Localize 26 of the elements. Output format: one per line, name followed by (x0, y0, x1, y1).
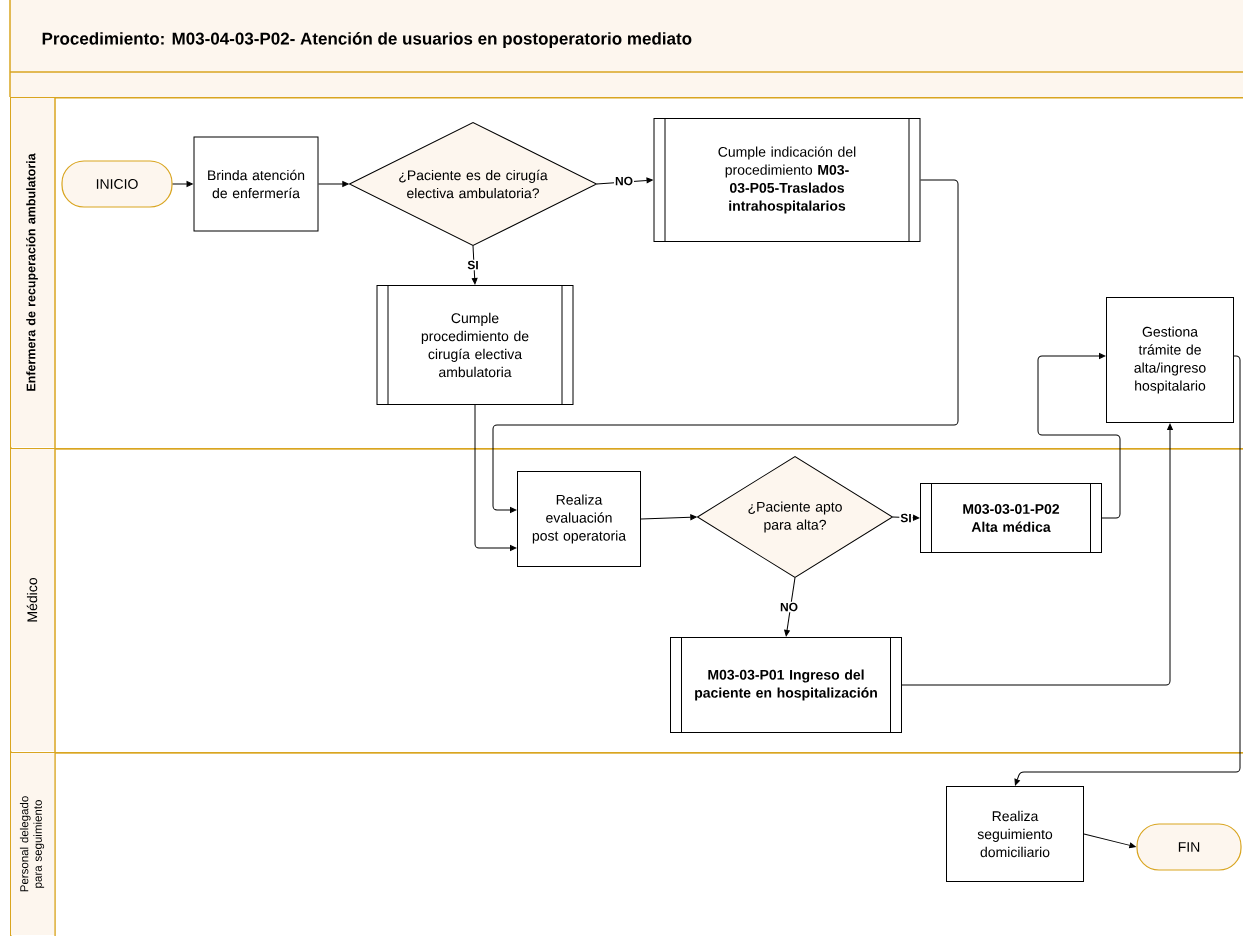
edge-label: NO (614, 175, 634, 187)
arrow (474, 404, 517, 551)
arrow (318, 181, 349, 187)
edge-label: SI (899, 512, 913, 524)
arrow (492, 179, 959, 513)
arrow (640, 514, 697, 521)
arrow (172, 181, 193, 187)
subprocess-box: Cumple indicación del procedimiento M03-03-P05-Traslados intrahospitalarios (653, 118, 921, 242)
arrow (784, 577, 796, 637)
process-box: Gestiona trámite de alta/ingreso hospitalario (1106, 297, 1234, 423)
arrow (1037, 353, 1121, 519)
arrow (1083, 833, 1136, 849)
subprocess-box: M03-03-P01 Ingreso del paciente en hospitalización (670, 637, 902, 733)
edge-label: NO (779, 601, 799, 613)
arrow (471, 245, 478, 285)
process-box: Realiza seguimiento domiciliario (946, 786, 1084, 882)
edge-label: SI (466, 259, 480, 271)
subprocess-box: Cumple procedimiento de cirugía electiva ambulatoria (376, 285, 574, 405)
process-box: Realiza evaluación post operatoria (517, 471, 641, 567)
arrow (901, 423, 1173, 686)
process-box: Brinda atención de enfermería (193, 136, 319, 232)
subprocess-box: M03-03-01-P02 Alta médica (920, 483, 1102, 553)
title-band: Procedimiento: M03-04-03-P02- Atención de usuarios en postoperatorio mediato (9, 0, 1243, 98)
arrow (1014, 355, 1241, 786)
arrow (596, 177, 653, 185)
arrow (892, 514, 920, 521)
